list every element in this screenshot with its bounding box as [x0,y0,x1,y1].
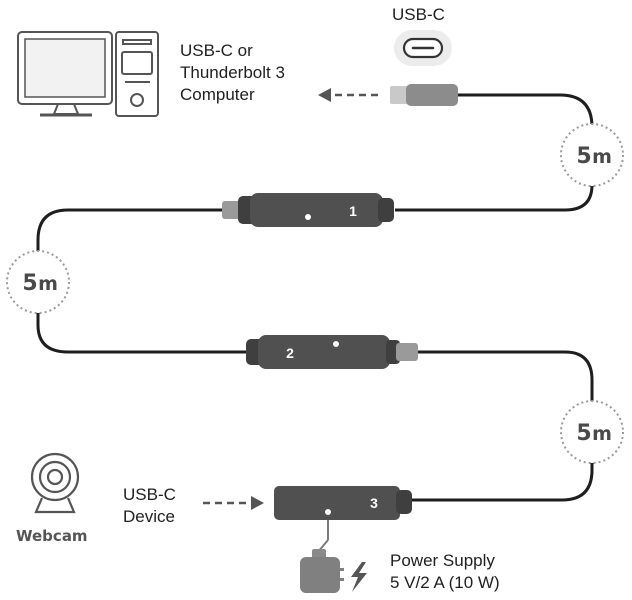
cable-number-label: 2 [286,345,294,361]
svg-text:m: m [592,423,612,445]
computer-label-line: Computer [180,85,255,104]
svg-text:5: 5 [22,271,37,296]
lightning-icon [351,562,367,592]
cable-number-label: 3 [370,495,378,511]
webcam-icon [30,452,80,514]
device-label-line: USB-C [123,485,176,504]
dashed-arrow-icon [318,88,378,102]
usb-c-plug-icon [390,84,458,106]
cable-connector-2 [246,335,418,369]
device-label-line: Device [123,507,175,526]
cable-number-label: 1 [349,203,357,219]
device-label: USB-C Device [123,484,176,528]
distance-marker-2: 5 m [6,250,70,314]
dashed-arrow-icon [203,496,264,510]
usb-c-port-label: USB-C [392,5,445,24]
pc-tower-icon [115,31,159,117]
power-supply-label-line: 5 V/2 A (10 W) [390,573,500,592]
cable-line [36,208,250,354]
monitor-icon [17,31,113,117]
usb-c-port-icon [394,30,452,66]
computer-label: USB-C or Thunderbolt 3 Computer [180,40,285,106]
svg-text:m: m [592,146,612,168]
distance-marker-1: 5 m [560,123,624,187]
distance-marker-3: 5 m [560,400,624,464]
power-supply-label: Power Supply 5 V/2 A (10 W) [390,550,500,594]
cable-connector-3 [274,486,412,553]
svg-text:m: m [38,273,58,295]
computer-label-line: Thunderbolt 3 [180,63,285,82]
computer-label-line: USB-C or [180,41,253,60]
webcam-label: Webcam [16,527,88,545]
svg-text:5: 5 [576,421,591,446]
cable-connector-1 [222,193,394,227]
svg-text:5: 5 [576,144,591,169]
power-adapter-icon [300,549,344,593]
power-supply-label-line: Power Supply [390,551,495,570]
